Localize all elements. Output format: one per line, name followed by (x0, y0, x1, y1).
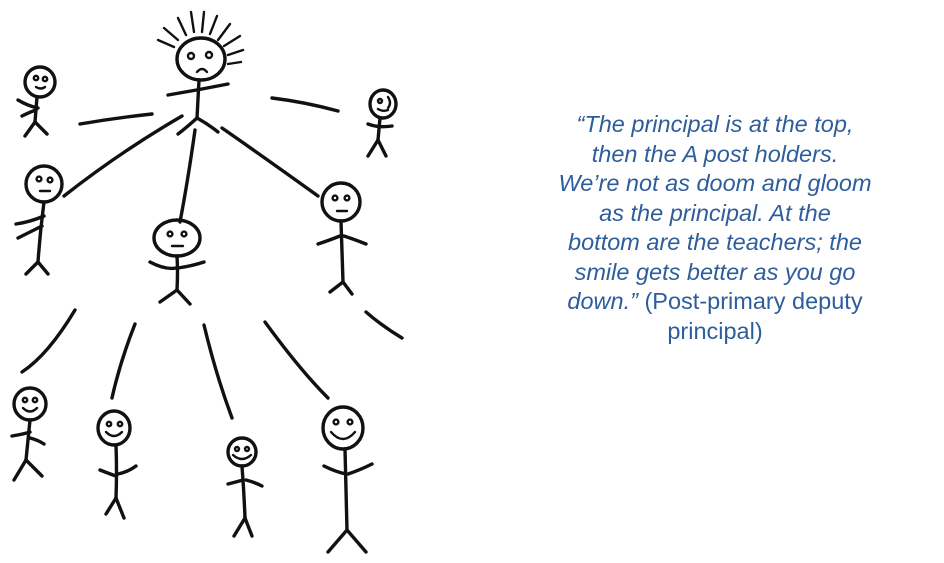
quote-line-3-italic: We’re not as doom and gloom (558, 170, 872, 196)
quote-line-1-italic: “The principal is at the top, (576, 111, 854, 137)
a-post-holder-left-figure (14, 164, 64, 276)
hierarchy-lines (20, 96, 404, 420)
quote-line-2-italic: then the A post holders. (591, 140, 839, 167)
link-principal-to-left (62, 114, 184, 198)
quote-line-6-italic: smile gets better as you go (574, 258, 856, 285)
link-to-teacher-2 (110, 322, 137, 400)
teacher-figure-3 (226, 436, 264, 538)
a-post-holder-centre-figure (148, 218, 206, 306)
quote-line-4: as the principal. At the (490, 199, 940, 229)
link-principal-to-side-left (78, 112, 154, 126)
teacher-figure-4 (321, 405, 374, 554)
quote-line-1: “The principal is at the top, (490, 110, 940, 140)
quote-block: “The principal is at the top, then the A… (490, 110, 940, 346)
quote-line-6: smile gets better as you go (490, 258, 940, 288)
quote-line-7-italic: down.” (567, 288, 638, 314)
spiky-hair (156, 10, 245, 66)
link-principal-to-centre (178, 128, 197, 224)
link-to-teacher-4 (263, 320, 330, 400)
quote-line-2: then the A post holders. (490, 140, 940, 170)
teacher-figure-1 (10, 386, 48, 482)
quote-attribution-start: (Post-primary deputy (637, 288, 863, 314)
link-principal-to-side-right (270, 96, 340, 113)
quote-line-5-italic: bottom are the teachers; the (568, 229, 862, 255)
teacher-figure-2 (96, 409, 138, 520)
a-post-holder-right-figure (316, 181, 368, 296)
link-to-teacher-3 (202, 323, 234, 420)
quote-attribution-end: principal) (667, 317, 763, 344)
hierarchy-stick-figure-drawing (10, 10, 404, 554)
quote-line-5: bottom are the teachers; the (490, 228, 940, 258)
side-figure-right (366, 88, 398, 158)
link-to-teacher-1 (20, 308, 77, 374)
link-principal-to-right (220, 126, 320, 198)
quote-line-4-italic: as the principal. At the (599, 199, 831, 226)
quote-line-7: down.” (Post-primary deputy (490, 287, 940, 317)
link-right-lower (364, 310, 404, 340)
side-figure-left (16, 65, 57, 138)
quote-line-3: We’re not as doom and gloom (490, 169, 940, 199)
quote-line-8: principal) (490, 317, 940, 347)
principal-figure (156, 10, 245, 136)
